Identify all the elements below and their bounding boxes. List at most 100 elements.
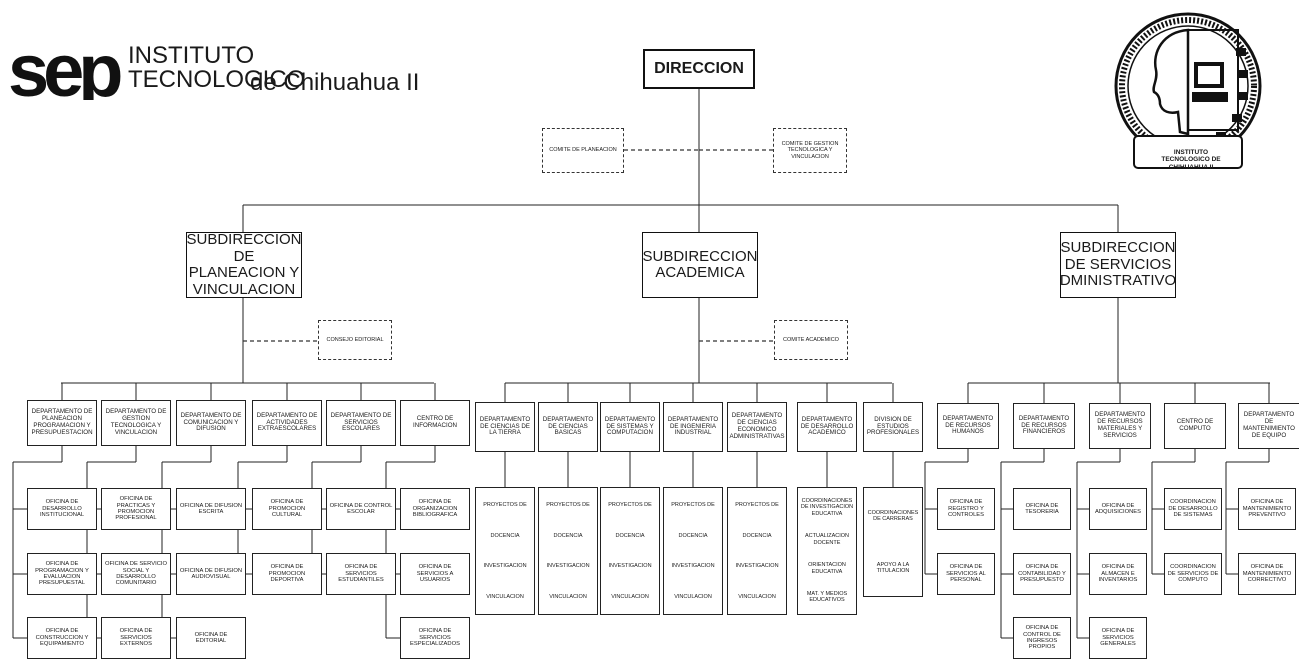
dept-comunicacion-box: DEPARTAMENTO DE COMUNICACION Y DIFUSION (176, 400, 246, 446)
division-estudios-coords-box: COORDINACIONES DE CARRERAS APOYO A LA TIT… (863, 487, 923, 597)
investigacion-label: INVESTIGACION (671, 563, 715, 570)
docencia-label: DOCENCIA (490, 532, 520, 539)
of-mant-correctivo-box: OFICINA DE MANTENIMIENTO CORRECTIVO (1238, 553, 1296, 595)
vinculacion-label: VINCULACION (486, 593, 524, 600)
proyectos-de-label: PROYECTOS DE (735, 502, 779, 509)
of-editorial-box: OFICINA DE EDITORIAL (176, 617, 246, 659)
of-practicas-box: OFICINA DE PRACTICAS Y PROMOCION PROFESI… (101, 488, 171, 530)
of-practicas-label: OFICINA DE PRACTICAS Y PROMOCION PROFESI… (115, 496, 157, 522)
of-servicio-social-box: OFICINA DE SERVICIO SOCIAL Y DESARROLLO … (101, 553, 171, 595)
coord-servicios-computo-label: COORDINACION DE SERVICIOS DE COMPUTO (1167, 564, 1219, 584)
dept-servicios-escolares-label: DEPARTAMENTO DE SERVICIOS ESCOLARES (330, 411, 392, 433)
of-organizacion-bib-box: OFICINA DE ORGANIZACION BIBLIOGRAFICA (400, 488, 470, 530)
proyectos-de-label: PROYECTOS DE (546, 502, 590, 509)
sep-logo-text: sep (8, 40, 121, 100)
investigacion-label: INVESTIGACION (608, 563, 652, 570)
institute-name-line1: INSTITUTO TECNOLOGICO (128, 42, 306, 93)
dept-gestion-box: DEPARTAMENTO DE GESTION TECNOLOGICA Y VI… (101, 400, 171, 446)
dept-economico-label: DEPARTAMENTO DE CIENCIAS ECONOMICO ADMIN… (729, 412, 785, 440)
dept-planeacion-label: DEPARTAMENTO DE PLANEACION PROGRAMACION … (31, 408, 93, 436)
of-difusion-escrita-box: OFICINA DE DIFUSION ESCRITA (176, 488, 246, 530)
of-servicios-estudiantiles-box: OFICINA DE SERVICIOS ESTUDIANTILES (326, 553, 396, 595)
of-servicios-especializados-label: OFICINA DE SERVICIOS ESPECIALIZADOS (410, 628, 460, 648)
vinculacion-label: VINCULACION (738, 593, 776, 600)
of-promocion-cultural-box: OFICINA DE PROMOCION CULTURAL (252, 488, 322, 530)
sub-academica-label: SUBDIRECCION ACADEMICA (642, 247, 758, 281)
docencia-label: DOCENCIA (678, 532, 708, 539)
proyectos-de-label: PROYECTOS DE (608, 502, 652, 509)
actualizacion-docente-label: ACTUALIZACION DOCENTE (804, 533, 849, 546)
of-organizacion-bib-label: OFICINA DE ORGANIZACION BIBLIOGRAFICA (412, 499, 458, 519)
centro-informacion-box: CENTRO DE INFORMACION (400, 400, 470, 446)
dept-mantenimiento-label: DEPARTAMENTO DE MANTENIMIENTO DE EQUIPO (1243, 411, 1295, 439)
of-servicios-personal-label: OFICINA DE SERVICIOS AL PERSONAL (946, 564, 986, 584)
mat-medios-label: MAT. Y MEDIOS EDUCATIVOS (806, 591, 848, 604)
dept-desarrollo-academico-box: DEPARTAMENTO DE DESARROLLO ACADEMICO (797, 402, 857, 452)
orientacion-educativa-label: ORIENTACION EDUCATIVA (808, 562, 846, 575)
of-contabilidad-label: OFICINA DE CONTABILIDAD Y PRESUPUESTO (1018, 564, 1066, 584)
of-promocion-deportiva-label: OFICINA DE PROMOCION DEPORTIVA (268, 564, 306, 584)
coord-servicios-computo-box: COORDINACION DE SERVICIOS DE COMPUTO (1164, 553, 1222, 595)
sub-academica-box: SUBDIRECCION ACADEMICA (642, 232, 758, 298)
of-control-ingresos-box: OFICINA DE CONTROL DE INGRESOS PROPIOS (1013, 617, 1071, 659)
of-servicios-personal-box: OFICINA DE SERVICIOS AL PERSONAL (937, 553, 995, 595)
of-servicios-estudiantiles-label: OFICINA DE SERVICIOS ESTUDIANTILES (338, 564, 384, 584)
dept-planeacion-box: DEPARTAMENTO DE PLANEACION PROGRAMACION … (27, 400, 97, 446)
dept-recursos-humanos-label: DEPARTAMENTO DE RECURSOS HUMANOS (942, 414, 994, 436)
of-difusion-escrita-label: OFICINA DE DIFUSION ESCRITA (179, 502, 243, 515)
of-promocion-deportiva-box: OFICINA DE PROMOCION DEPORTIVA (252, 553, 322, 595)
of-adquisiciones-box: OFICINA DE ADQUISICIONES (1089, 488, 1147, 530)
of-servicios-externos-box: OFICINA DE SERVICIOS EXTERNOS (101, 617, 171, 659)
dept-recursos-humanos-box: DEPARTAMENTO DE RECURSOS HUMANOS (937, 403, 999, 449)
div-estudios-label: DIVISION DE ESTUDIOS PROFESIONALES (866, 415, 920, 437)
dept-ciencias-tierra-box: DEPARTAMENTO DE CIENCIAS DE LA TIERRA (475, 402, 535, 452)
dept-comunicacion-label: DEPARTAMENTO DE COMUNICACION Y DIFUSION (180, 411, 242, 433)
centro-computo-box: CENTRO DE COMPUTO (1164, 403, 1226, 449)
proyectos-box-1: PROYECTOS DE DOCENCIA INVESTIGACION VINCULA… (475, 487, 535, 615)
seal-label: INSTITUTO TECNOLOGICO DE CHIHUAHUA II (1161, 149, 1221, 171)
of-mant-preventivo-label: OFICINA DE MANTENIMIENTO PREVENTIVO (1242, 499, 1292, 519)
comite-planeacion-label: COMITE DE PLANEACION (549, 147, 617, 154)
sub-planeacion-box: SUBDIRECCION DE PLANEACION Y VINCULACION (186, 232, 302, 298)
consejo-editorial-label: CONSEJO EDITORIAL (326, 336, 384, 343)
of-control-ingresos-label: OFICINA DE CONTROL DE INGRESOS PROPIOS (1023, 625, 1061, 651)
of-control-escolar-label: OFICINA DE CONTROL ESCOLAR (329, 502, 393, 515)
of-programacion-box: OFICINA DE PROGRAMACION Y EVALUACION PRE… (27, 553, 97, 595)
div-estudios-box: DIVISION DE ESTUDIOS PROFESIONALES (863, 402, 923, 452)
docencia-label: DOCENCIA (742, 532, 772, 539)
docencia-label: DOCENCIA (553, 532, 583, 539)
of-servicios-generales-label: OFICINA DE SERVICIOS GENERALES (1100, 628, 1136, 648)
of-programacion-label: OFICINA DE PROGRAMACION Y EVALUACION PRE… (35, 561, 89, 587)
dept-actividades-label: DEPARTAMENTO DE ACTIVIDADES EXTRAESCOLAR… (256, 411, 318, 433)
dept-recursos-financieros-box: DEPARTAMENTO DE RECURSOS FINANCIEROS (1013, 403, 1075, 449)
of-tesoreria-label: OFICINA DE TESORERIA (1025, 502, 1059, 515)
dept-sistemas-box: DEPARTAMENTO DE SISTEMAS Y COMPUTACION (600, 402, 660, 452)
of-mant-preventivo-box: OFICINA DE MANTENIMIENTO PREVENTIVO (1238, 488, 1296, 530)
coord-carreras-label: COORDINACIONES DE CARRERAS (867, 509, 919, 522)
investigacion-label: INVESTIGACION (483, 563, 527, 570)
comite-planeacion-box: COMITE DE PLANEACION (542, 128, 624, 173)
dept-servicios-escolares-box: DEPARTAMENTO DE SERVICIOS ESCOLARES (326, 400, 396, 446)
of-construccion-box: OFICINA DE CONSTRUCCION Y EQUIPAMIENTO (27, 617, 97, 659)
comite-gestion-label: COMITE DE GESTION TECNOLOGICA Y VINCULAC… (781, 141, 839, 160)
coord-inv-educativa-label: COORDINACIONES DE INVESTIGACION EDUCATIV… (800, 498, 854, 517)
of-tesoreria-box: OFICINA DE TESORERIA (1013, 488, 1071, 530)
dept-economico-box: DEPARTAMENTO DE CIENCIAS ECONOMICO ADMIN… (727, 402, 787, 452)
of-servicios-externos-label: OFICINA DE SERVICIOS EXTERNOS (119, 628, 153, 648)
of-construccion-label: OFICINA DE CONSTRUCCION Y EQUIPAMIENTO (35, 628, 89, 648)
of-editorial-label: OFICINA DE EDITORIAL (194, 631, 228, 644)
of-registro-controles-box: OFICINA DE REGISTRO Y CONTROLES (937, 488, 995, 530)
dept-recursos-materiales-label: DEPARTAMENTO DE RECURSOS MATERIALES Y SE… (1094, 411, 1146, 439)
of-almacen-box: OFICINA DE ALMACEN E INVENTARIOS (1089, 553, 1147, 595)
consejo-editorial-box: CONSEJO EDITORIAL (318, 320, 392, 360)
investigacion-label: INVESTIGACION (546, 563, 590, 570)
apoyo-titulacion-label: APOYO A LA TITULACION (876, 561, 910, 574)
centro-informacion-label: CENTRO DE INFORMACION (413, 415, 457, 429)
sub-servicios-label: SUBDIRECCION DE SERVICIOS ADMINISTRATIVO… (1060, 239, 1176, 290)
of-difusion-audiovisual-label: OFICINA DE DIFUSION AUDIOVISUAL (179, 567, 243, 580)
proyectos-de-label: PROYECTOS DE (483, 502, 527, 509)
